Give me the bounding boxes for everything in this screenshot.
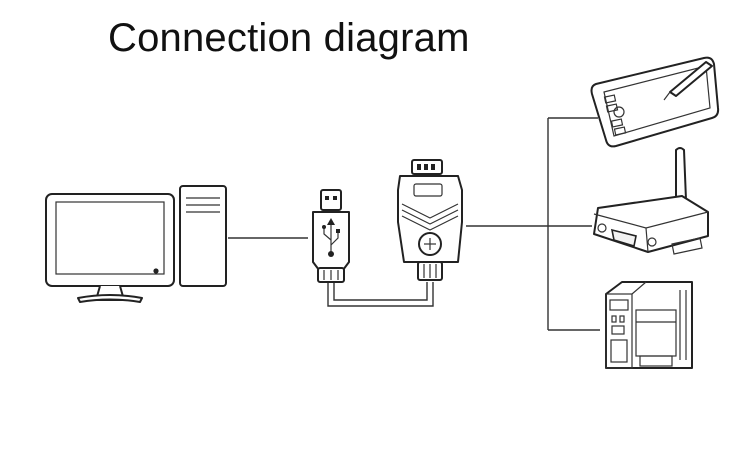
usb-symbol-icon (322, 218, 340, 257)
db9-serial-connector-icon (397, 159, 463, 281)
connection-lines (228, 117, 600, 331)
desktop-computer-icon (45, 185, 227, 303)
page-title: Connection diagram (108, 16, 470, 60)
usb-plug-icon (312, 189, 350, 283)
graphics-tablet-icon (590, 56, 720, 148)
usb-to-serial-cable-inner (333, 282, 428, 301)
wireless-modem-icon (593, 147, 709, 255)
label-printer-icon (605, 281, 693, 369)
usb-to-serial-cable (327, 282, 434, 307)
